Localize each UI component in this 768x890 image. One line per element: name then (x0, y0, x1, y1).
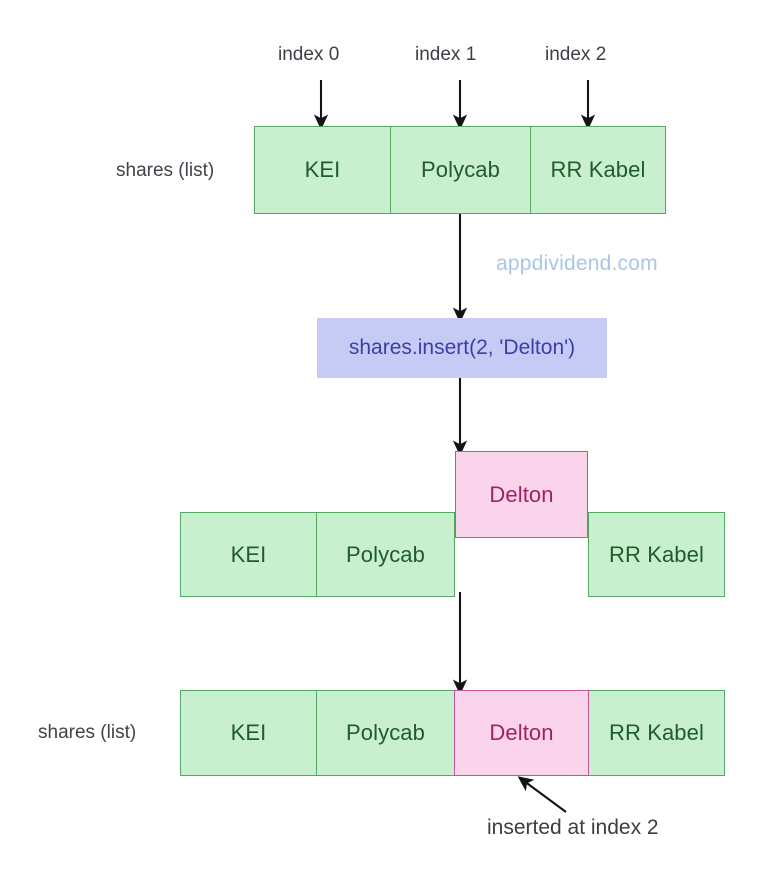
middle-row-cell-kei[interactable]: KEI (180, 512, 317, 597)
middle-row-cell-rr-kabel[interactable]: RR Kabel (588, 512, 725, 597)
bottom-row-label: shares (list) (38, 722, 137, 743)
top-row-cell-rr-kabel[interactable]: RR Kabel (530, 126, 666, 214)
annotation-arrow (517, 776, 567, 813)
insert-call-box[interactable]: shares.insert(2, 'Delton') (317, 318, 607, 378)
annotation-inserted-at-index: inserted at index 2 (487, 816, 659, 839)
index-label-2: index 2 (545, 44, 607, 65)
bottom-row-cell-polycab[interactable]: Polycab (316, 690, 455, 776)
floating-cell-delton[interactable]: Delton (455, 451, 588, 538)
middle-row-cell-polycab[interactable]: Polycab (316, 512, 455, 597)
bottom-row-cell-kei[interactable]: KEI (180, 690, 317, 776)
index-label-0: index 0 (278, 44, 340, 65)
watermark-appdividend: appdividend.com (496, 252, 658, 275)
top-row-cell-polycab[interactable]: Polycab (390, 126, 531, 214)
bottom-row-cell-rr-kabel[interactable]: RR Kabel (588, 690, 725, 776)
top-row-cell-kei[interactable]: KEI (254, 126, 391, 214)
index-label-1: index 1 (415, 44, 477, 65)
top-row-label: shares (list) (116, 160, 215, 181)
bottom-row-cell-delton[interactable]: Delton (454, 690, 589, 776)
